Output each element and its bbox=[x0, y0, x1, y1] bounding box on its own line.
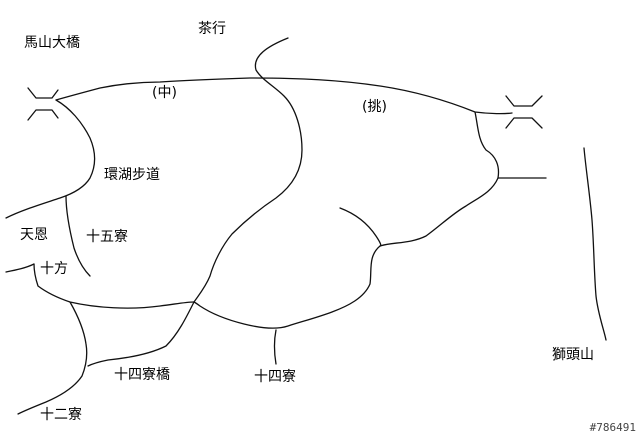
label-chahang: 茶行 bbox=[198, 21, 226, 37]
road-to-shisiliao-bridge bbox=[87, 301, 195, 367]
label-tianen: 天恩 bbox=[20, 227, 48, 243]
road-shiwuliao bbox=[65, 195, 91, 277]
road-chahang bbox=[193, 37, 303, 303]
label-mashan-bridge: 馬山大橋 bbox=[24, 35, 80, 51]
watermark: #786491 bbox=[589, 421, 636, 434]
label-lakeside-trail: 環湖步道 bbox=[104, 167, 160, 183]
label-tiao: (挑) bbox=[362, 99, 387, 115]
label-zhong: (中) bbox=[152, 85, 177, 101]
road-shisiliao bbox=[273, 329, 277, 365]
label-shisiliao: 十四寮 bbox=[254, 369, 296, 385]
road-shitoushan bbox=[583, 147, 607, 341]
road-shierliao bbox=[17, 301, 88, 415]
bridge-symbol-right bbox=[505, 95, 543, 129]
label-shierliao: 十二寮 bbox=[40, 407, 82, 423]
road-lakeside bbox=[5, 99, 96, 219]
road-inner-spur bbox=[339, 207, 382, 247]
label-shitoushan: 獅頭山 bbox=[552, 347, 594, 363]
label-shiwuliao: 十五寮 bbox=[86, 229, 128, 245]
road-right-loop bbox=[193, 111, 500, 329]
bridge-symbol-left bbox=[27, 87, 59, 121]
road-shifang-stub bbox=[5, 263, 35, 273]
label-shifang: 十方 bbox=[40, 261, 68, 277]
label-shisiliao-bridge: 十四寮橋 bbox=[114, 367, 170, 383]
